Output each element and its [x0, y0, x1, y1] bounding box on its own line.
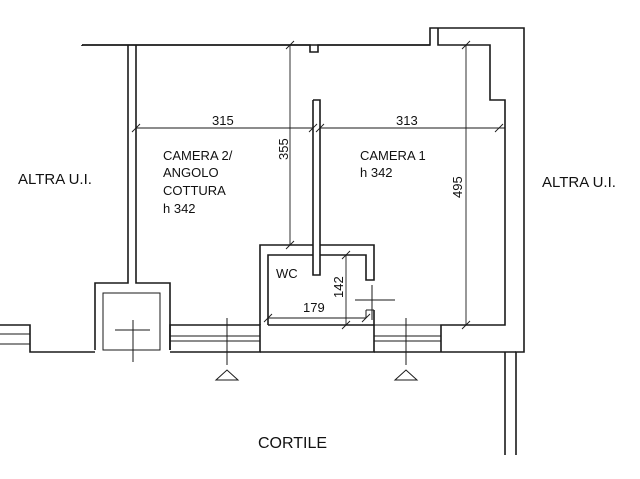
dim-tick [494, 123, 504, 133]
section-markers [214, 285, 419, 381]
left-party-wall-inner [135, 45, 171, 350]
dimension-labels: 315 313 355 495 179 142 [212, 113, 465, 315]
room1-height: h 342 [360, 165, 393, 180]
dim-wc-width: 179 [303, 300, 325, 315]
dim-room1-depth: 495 [450, 176, 465, 198]
dim-tick [263, 313, 273, 323]
room-labels: ALTRA U.I. ALTRA U.I. CORTILE CAMERA 2/ … [18, 148, 616, 452]
dim-tick [461, 320, 471, 330]
wc-label: WC [276, 266, 298, 281]
room2-height: h 342 [163, 201, 196, 216]
dim-tick [285, 240, 295, 250]
inner-wall-room1-right [437, 28, 506, 352]
right-unit-label: ALTRA U.I. [542, 174, 616, 191]
shaft-box [102, 292, 161, 351]
section-arrow-left [214, 369, 240, 381]
dim-tick [285, 40, 295, 50]
outer-walls [81, 27, 525, 455]
wc-left-wall-inner [267, 254, 313, 325]
facade-middle-left [169, 324, 261, 353]
wc-right-wall [320, 244, 375, 281]
dim-tick [341, 250, 351, 260]
partition-wall [312, 99, 321, 276]
dim-tick [315, 123, 325, 133]
dim-tick [341, 320, 351, 330]
dim-room1-width: 313 [396, 113, 418, 128]
dim-room2-width: 315 [212, 113, 234, 128]
room1-name: CAMERA 1 [360, 148, 426, 163]
dimension-lines [131, 40, 505, 330]
room2-name-line3: COTTURA [163, 183, 226, 198]
dim-tick [131, 123, 141, 133]
facade-wc-bottom [260, 325, 375, 353]
dim-tick [461, 40, 471, 50]
room2-name-line1: CAMERA 2/ [163, 148, 233, 163]
dim-tick [361, 313, 371, 323]
section-arrow-right [393, 369, 419, 381]
dim-wc-depth: 142 [331, 276, 346, 298]
facade-left-segment [0, 324, 95, 353]
central-partition [259, 99, 375, 326]
wc-bottom-inner [268, 310, 375, 326]
left-party-wall [94, 45, 171, 362]
dim-room2-depth: 355 [276, 138, 291, 160]
dim-tick [308, 123, 318, 133]
left-unit-label: ALTRA U.I. [18, 171, 92, 188]
outer-wall-right [82, 27, 525, 455]
wc-left-wall [259, 244, 313, 325]
left-party-wall-outer [94, 45, 129, 350]
room2-name-line2: ANGOLO [163, 165, 219, 180]
courtyard-label: CORTILE [258, 435, 327, 452]
facade-walls [0, 324, 441, 353]
